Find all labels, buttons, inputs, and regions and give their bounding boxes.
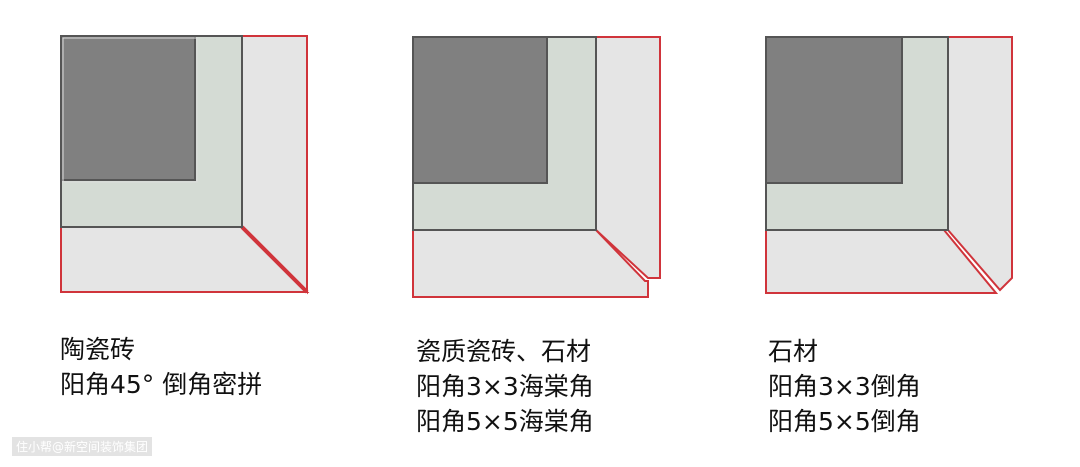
diagram-begonia-corner [412,36,661,298]
caption-line: 石材 [768,337,819,366]
watermark: 住小帮@新空间装饰集团 [12,437,153,456]
wall-core [765,36,903,184]
caption-line: 陶瓷砖 [60,335,136,364]
caption-line: 阳角3×3海棠角 [416,372,594,401]
wall-core [412,36,548,184]
caption-line: 阳角45° 倒角密拼 [60,370,263,399]
caption-stone: 石材 阳角3×3倒角 阳角5×5倒角 [768,334,921,439]
diagram-45-degree-miter [60,35,310,295]
caption-ceramic-tile: 陶瓷砖 阳角45° 倒角密拼 [60,332,262,402]
wall-core [60,35,196,181]
caption-line: 阳角5×5倒角 [768,407,921,436]
caption-line: 阳角5×5海棠角 [416,407,594,436]
caption-line: 瓷质瓷砖、石材 [416,337,592,366]
caption-line: 阳角3×3倒角 [768,372,921,401]
caption-porcelain-stone: 瓷质瓷砖、石材 阳角3×3海棠角 阳角5×5海棠角 [416,334,594,439]
diagram-chamfer-corner [765,36,1013,294]
